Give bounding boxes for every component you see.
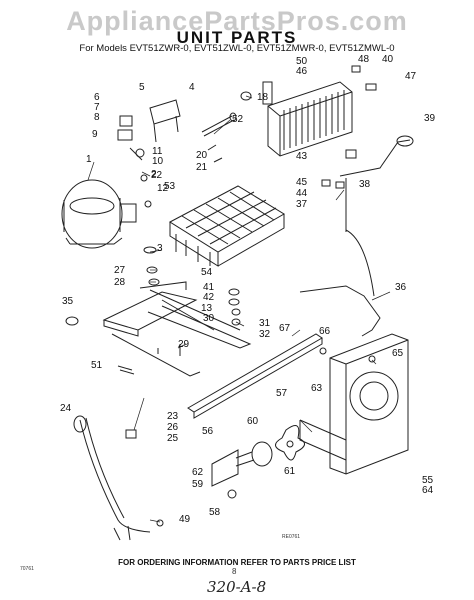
- page-number: 8: [232, 567, 237, 576]
- callout-35: 35: [62, 296, 74, 307]
- callout-3: 3: [157, 243, 163, 254]
- callout-42: 42: [203, 292, 215, 303]
- drier: [201, 112, 237, 163]
- callout-46: 46: [296, 66, 308, 77]
- callout-64: 64: [422, 485, 434, 496]
- callout-26: 26: [167, 422, 179, 433]
- callout-61: 61: [284, 466, 296, 477]
- callout-5: 5: [139, 82, 145, 93]
- callout-44: 44: [296, 188, 308, 199]
- callout-40: 40: [382, 54, 394, 65]
- front-rail: [187, 333, 323, 419]
- compressor: [61, 179, 137, 249]
- leader-lines: [87, 95, 391, 523]
- callout-9: 9: [92, 129, 98, 140]
- callout-8: 8: [94, 112, 100, 123]
- callout-13: 13: [201, 303, 213, 314]
- relay-bracket: [117, 99, 181, 161]
- callout-18: 18: [257, 92, 269, 103]
- tube: [299, 135, 414, 337]
- callout-53: 53: [164, 181, 176, 192]
- fan-motor: [211, 425, 305, 487]
- callout-54: 54: [201, 267, 213, 278]
- condenser-coil: [262, 81, 353, 157]
- callout-58: 58: [209, 507, 221, 518]
- callout-63: 63: [311, 383, 323, 394]
- callout-7: 7: [94, 102, 100, 113]
- callout-49: 49: [179, 514, 191, 525]
- callout-67: 67: [279, 323, 291, 334]
- callout-31: 31: [259, 318, 271, 329]
- model-list: For Models EVT51ZWR-0, EVT51ZWL-0, EVT51…: [79, 43, 395, 54]
- callout-28: 28: [114, 277, 126, 288]
- callout-52: 52: [232, 114, 244, 125]
- callout-45: 45: [296, 177, 308, 188]
- callout-37: 37: [296, 199, 308, 210]
- fan-shroud: [299, 333, 409, 475]
- callout-55: 55: [422, 475, 434, 486]
- callout-11: 11: [152, 146, 163, 157]
- callout-1: 1: [86, 154, 92, 165]
- corner-code: 70761: [20, 566, 34, 572]
- callout-65: 65: [392, 348, 404, 359]
- callout-21: 21: [196, 162, 208, 173]
- callout-32: 32: [259, 329, 271, 340]
- callout-39: 39: [424, 113, 436, 124]
- callout-41: 41: [203, 282, 215, 293]
- callout-57: 57: [276, 388, 288, 399]
- callout-56: 56: [202, 426, 214, 437]
- hardware: [65, 65, 377, 527]
- callout-38: 38: [359, 179, 371, 190]
- callout-59: 59: [192, 479, 204, 490]
- figure-code: RE0761: [282, 534, 301, 540]
- callout-47: 47: [405, 71, 417, 82]
- callout-2: 2: [151, 169, 157, 180]
- callout-62: 62: [192, 467, 204, 478]
- evaporator-coil: [168, 185, 285, 267]
- callout-36: 36: [395, 282, 407, 293]
- callout-43: 43: [296, 151, 308, 162]
- callout-12: 12: [157, 183, 169, 194]
- callout-23: 23: [167, 411, 179, 422]
- ordering-note: FOR ORDERING INFORMATION REFER TO PARTS …: [118, 558, 356, 567]
- callout-20: 20: [196, 150, 208, 161]
- callout-30: 30: [203, 313, 215, 324]
- base-frame: [102, 281, 252, 377]
- callout-22: 22: [151, 170, 163, 181]
- callout-48: 48: [358, 54, 370, 65]
- callout-25: 25: [167, 433, 179, 444]
- callout-27: 27: [114, 265, 126, 276]
- watermark: AppliancePartsPros.com: [66, 6, 408, 36]
- callout-50: 50: [296, 56, 308, 67]
- callout-29: 29: [178, 339, 190, 350]
- callout-66: 66: [319, 326, 331, 337]
- callout-24: 24: [60, 403, 72, 414]
- callout-6: 6: [94, 92, 100, 103]
- callout-10: 10: [152, 156, 164, 167]
- page-title: UNIT PARTS: [176, 28, 298, 47]
- callout-51: 51: [91, 360, 103, 371]
- callout-4: 4: [189, 82, 195, 93]
- handwritten-note: 320-A-8: [207, 578, 267, 596]
- wiring-harness: [73, 415, 151, 541]
- callout-60: 60: [247, 416, 259, 427]
